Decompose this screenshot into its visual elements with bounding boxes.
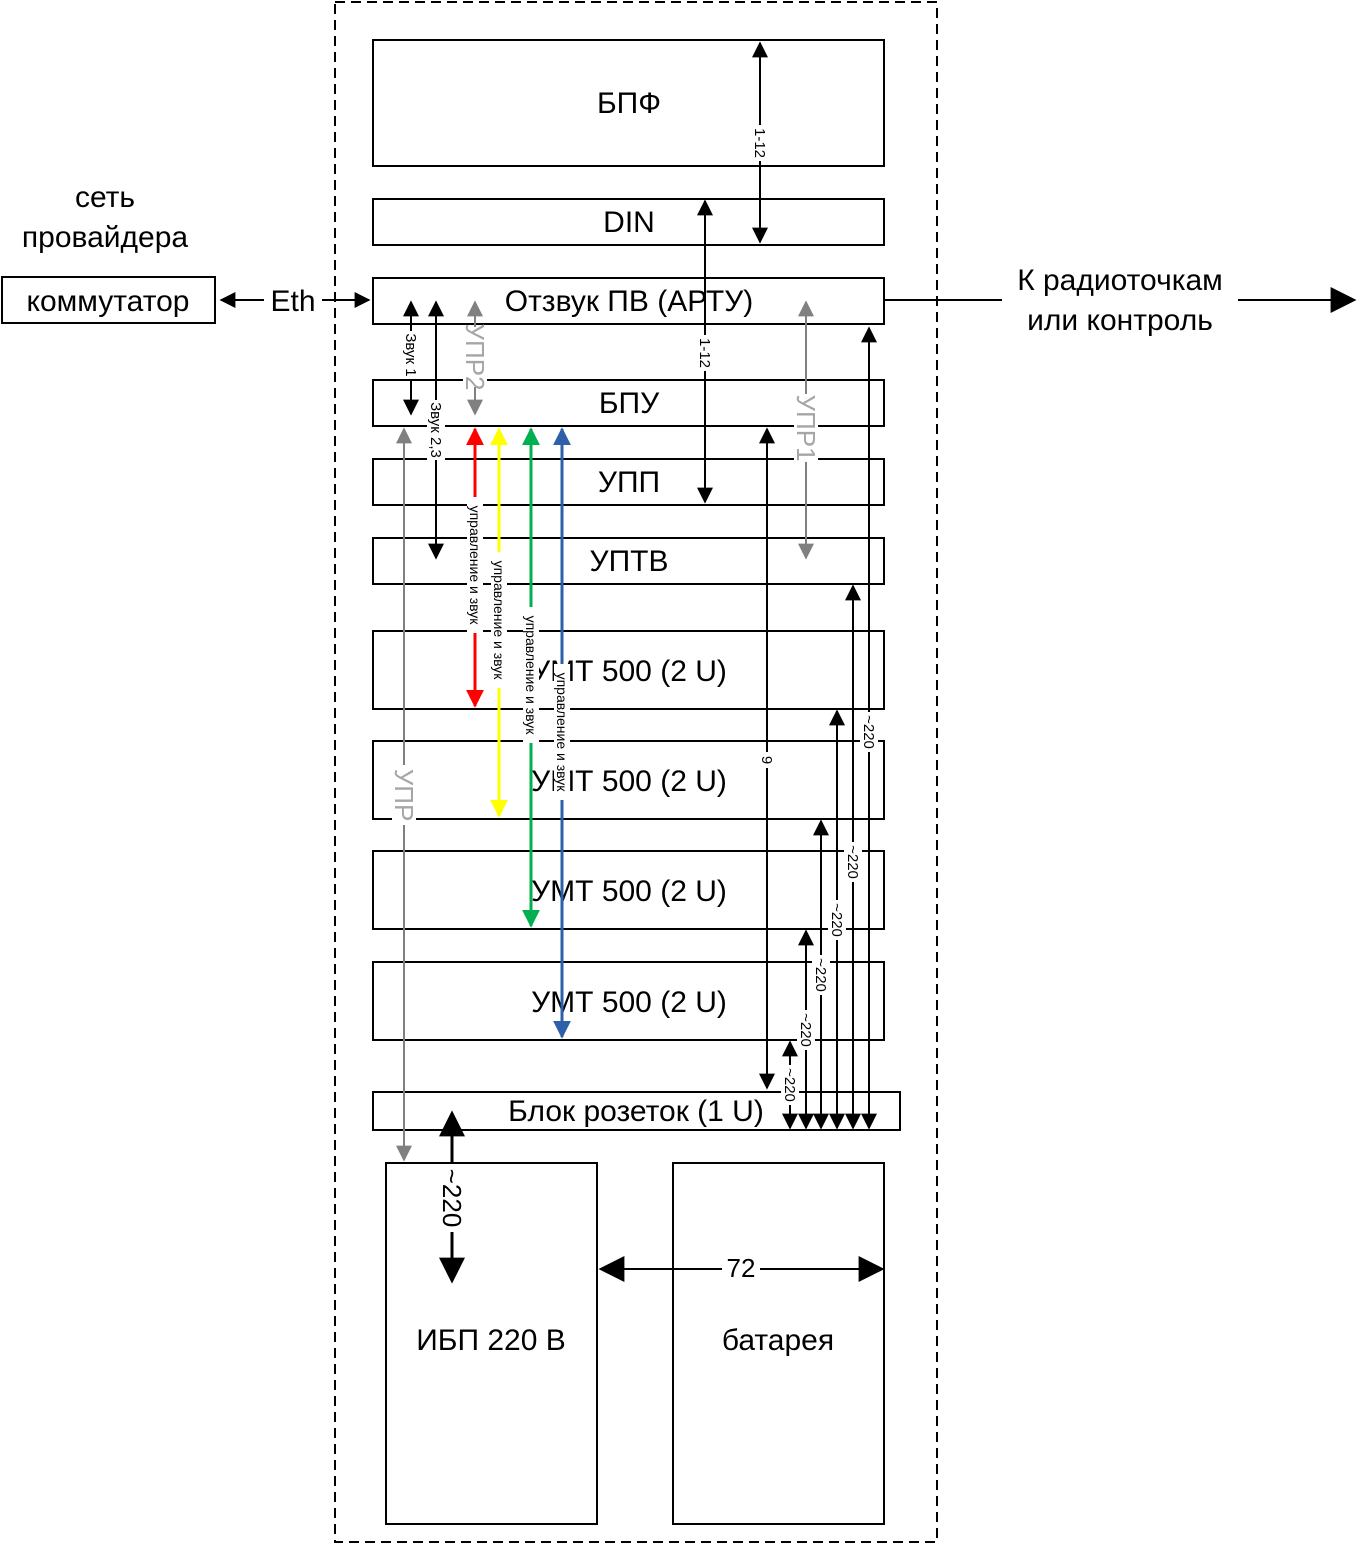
power-220-umt1-label: ~220 [828, 903, 845, 937]
power-220-umt2-label: ~220 [812, 958, 829, 992]
upr-label: УПР [389, 769, 419, 822]
block-uptv: УПТВ [372, 537, 885, 585]
block-bpu-label: БПУ [599, 387, 660, 420]
power-220-uptv-label: ~220 [844, 845, 861, 879]
eth-label: Eth [270, 285, 315, 318]
output-label-1: К радиоточкам [1017, 264, 1223, 297]
upr1-label: УПР1 [791, 394, 821, 461]
block-bpf-label: БПФ [597, 87, 661, 120]
block-umt-4-label: УМТ 500 (2 U) [531, 986, 727, 1019]
bus-1-12-mid-label: 1-12 [696, 338, 713, 368]
block-battery: батарея [672, 1162, 885, 1525]
rack-enclosure [334, 1, 938, 1543]
block-bpf: БПФ [372, 39, 885, 167]
provider-network-label-1: сеть [75, 181, 135, 214]
ctrl-green-label: управление и звук [523, 616, 539, 736]
block-umt-2: УМТ 500 (2 U) [372, 740, 885, 820]
sound-23-label: Звук 2,3 [427, 402, 444, 458]
block-din-label: DIN [603, 206, 655, 239]
block-sockets-label: Блок розеток (1 U) [508, 1095, 764, 1128]
block-ups: ИБП 220 В [385, 1162, 598, 1525]
power-220-umt4-label: ~220 [781, 1068, 798, 1102]
block-umt-1: УМТ 500 (2 U) [372, 630, 885, 710]
battery-72-label: 72 [727, 1253, 756, 1283]
block-battery-label: батарея [722, 1324, 834, 1357]
wire-9-label: 9 [758, 756, 775, 764]
sound-1-label: Звук 1 [402, 333, 419, 376]
ctrl-yellow-label: управление и звук [491, 561, 507, 681]
block-uptv-label: УПТВ [590, 545, 669, 578]
power-220-umt3-label: ~220 [797, 1013, 814, 1047]
switch-block: коммутатор [1, 276, 216, 324]
block-din: DIN [372, 198, 885, 246]
block-umt-3: УМТ 500 (2 U) [372, 850, 885, 930]
switch-label: коммутатор [27, 285, 190, 318]
output-label-2: или контроль [1027, 304, 1213, 337]
provider-network-label-2: провайдера [22, 221, 189, 254]
block-ups-label: ИБП 220 В [416, 1324, 566, 1357]
block-umt-3-label: УМТ 500 (2 U) [531, 875, 727, 908]
block-otzvuk-label: Отзвук ПВ (АРТУ) [505, 285, 754, 318]
bus-1-12-top-label: 1-12 [751, 128, 768, 158]
power-220-otzvuk-label: ~220 [860, 715, 877, 749]
ctrl-red-label: управление и звук [467, 506, 483, 626]
block-upp-label: УПП [598, 466, 660, 499]
block-upp: УПП [372, 458, 885, 506]
upr2-label: УПР2 [460, 323, 490, 390]
ups-220-label: ~220 [437, 1169, 467, 1228]
ctrl-blue-label: управление и звук [554, 673, 570, 793]
block-otzvuk: Отзвук ПВ (АРТУ) [372, 277, 885, 325]
